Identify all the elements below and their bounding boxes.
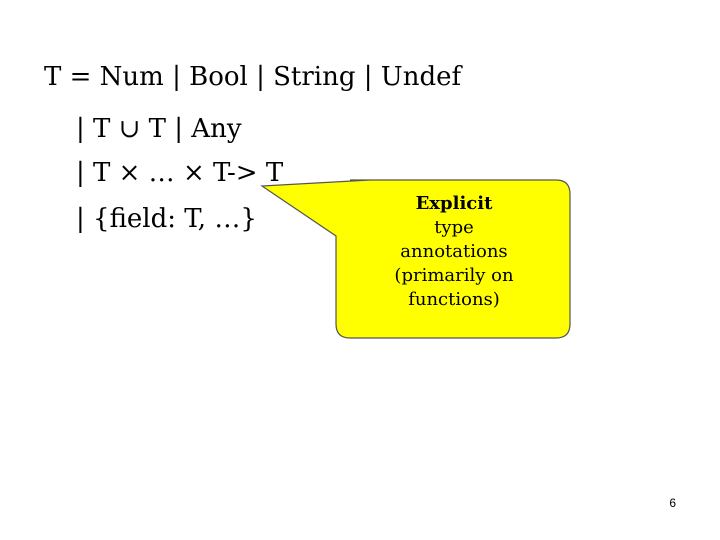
callout-text: Explicit type annotations (primarily on … xyxy=(338,192,570,312)
grammar-line-3: | T × … × T-> T xyxy=(76,158,284,188)
grammar-line-2: | T ∪ T | Any xyxy=(76,114,242,144)
page-number: 6 xyxy=(669,496,676,510)
callout-title: Explicit xyxy=(415,193,493,214)
callout-body: type annotations (primarily on functions… xyxy=(394,217,514,310)
grammar-line-1: T = Num | Bool | String | Undef xyxy=(44,62,462,92)
callout-bubble xyxy=(260,179,571,339)
grammar-line-4: | {field: T, …} xyxy=(76,204,257,234)
